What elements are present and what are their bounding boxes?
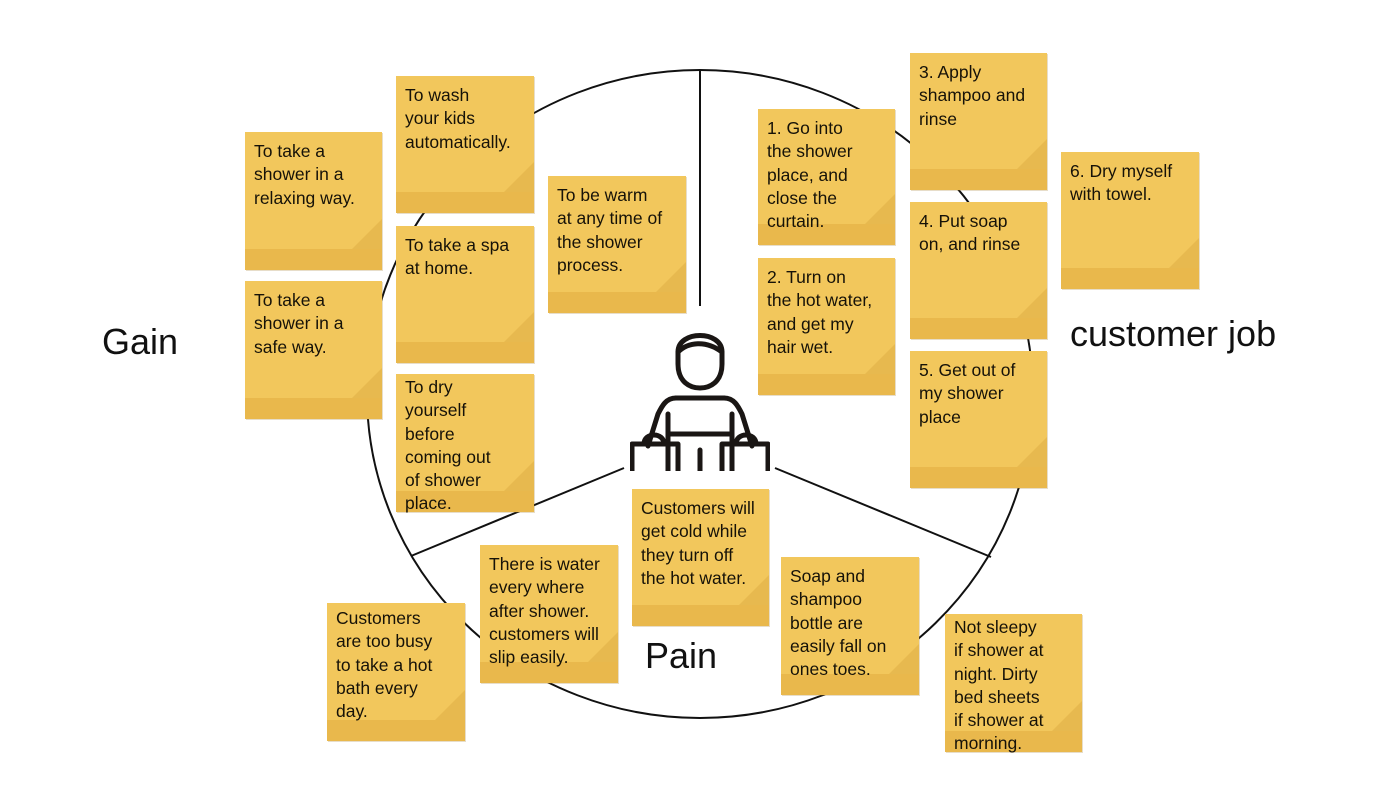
job-note: 3. Apply shampoo and rinse <box>910 53 1047 190</box>
note-text: Soap and shampoo bottle are easily fall … <box>790 566 887 680</box>
note-text: There is water every where after shower.… <box>489 554 600 668</box>
note-text: Customers are too busy to take a hot bat… <box>336 608 433 722</box>
folded-corner-icon <box>889 644 919 674</box>
folded-corner-icon <box>1017 139 1047 169</box>
gain-note: To take a spa at home. <box>396 226 534 363</box>
folded-corner-icon <box>504 461 534 491</box>
pain-note: Soap and shampoo bottle are easily fall … <box>781 557 919 695</box>
gain-label: Gain <box>102 321 179 362</box>
note-text: 3. Apply shampoo and rinse <box>919 62 1026 129</box>
job-note: 6. Dry myself with towel. <box>1061 152 1199 289</box>
note-text: To be warm at any time of the shower pro… <box>557 185 663 275</box>
pain-note: Customers will get cold while they turn … <box>632 489 769 626</box>
folded-corner-icon <box>504 162 534 192</box>
divider-line-right <box>774 467 992 558</box>
folded-corner-icon <box>435 690 465 720</box>
job-note: 2. Turn on the hot water, and get my hai… <box>758 258 895 395</box>
note-text: To take a shower in a relaxing way. <box>254 141 355 208</box>
note-text: To dry yourself before coming out of sho… <box>405 377 491 514</box>
folded-corner-icon <box>352 219 382 249</box>
folded-corner-icon <box>1017 437 1047 467</box>
pain-note: There is water every where after shower.… <box>480 545 618 683</box>
pain-note: Customers are too busy to take a hot bat… <box>327 603 465 741</box>
pain-label: Pain <box>645 635 718 676</box>
job-note: 5. Get out of my shower place <box>910 351 1047 488</box>
gain-note: To dry yourself before coming out of sho… <box>396 374 534 513</box>
gain-note: To be warm at any time of the shower pro… <box>548 176 686 313</box>
note-text: To take a spa at home. <box>405 235 510 279</box>
folded-corner-icon <box>1017 288 1047 318</box>
folded-corner-icon <box>865 194 895 224</box>
gain-note: To take a shower in a safe way. <box>245 281 382 419</box>
folded-corner-icon <box>739 575 769 605</box>
note-text: To wash your kids automatically. <box>405 85 511 152</box>
folded-corner-icon <box>1169 238 1199 268</box>
note-text: Not sleepy if shower at night. Dirty bed… <box>954 617 1044 754</box>
note-text: 1. Go into the shower place, and close t… <box>767 118 853 232</box>
folded-corner-icon <box>504 312 534 342</box>
note-text: 5. Get out of my shower place <box>919 360 1016 427</box>
customer-job-label: customer job <box>1070 313 1277 354</box>
folded-corner-icon <box>656 262 686 292</box>
note-text: 6. Dry myself with towel. <box>1070 161 1173 205</box>
note-text: 2. Turn on the hot water, and get my hai… <box>767 267 873 357</box>
note-text: 4. Put soap on, and rinse <box>919 211 1021 255</box>
job-note: 1. Go into the shower place, and close t… <box>758 109 895 245</box>
pain-note: Not sleepy if shower at night. Dirty bed… <box>945 614 1082 753</box>
gain-note: To wash your kids automatically. <box>396 76 534 213</box>
gain-note: To take a shower in a relaxing way. <box>245 132 382 270</box>
folded-corner-icon <box>588 632 618 662</box>
folded-corner-icon <box>352 368 382 398</box>
person-with-shopping-bags-icon <box>630 333 770 471</box>
note-text: Customers will get cold while they turn … <box>641 498 755 588</box>
folded-corner-icon <box>1052 701 1082 731</box>
job-note: 4. Put soap on, and rinse <box>910 202 1047 339</box>
folded-corner-icon <box>865 344 895 374</box>
divider-line-left <box>410 467 625 557</box>
note-text: To take a shower in a safe way. <box>254 290 344 357</box>
